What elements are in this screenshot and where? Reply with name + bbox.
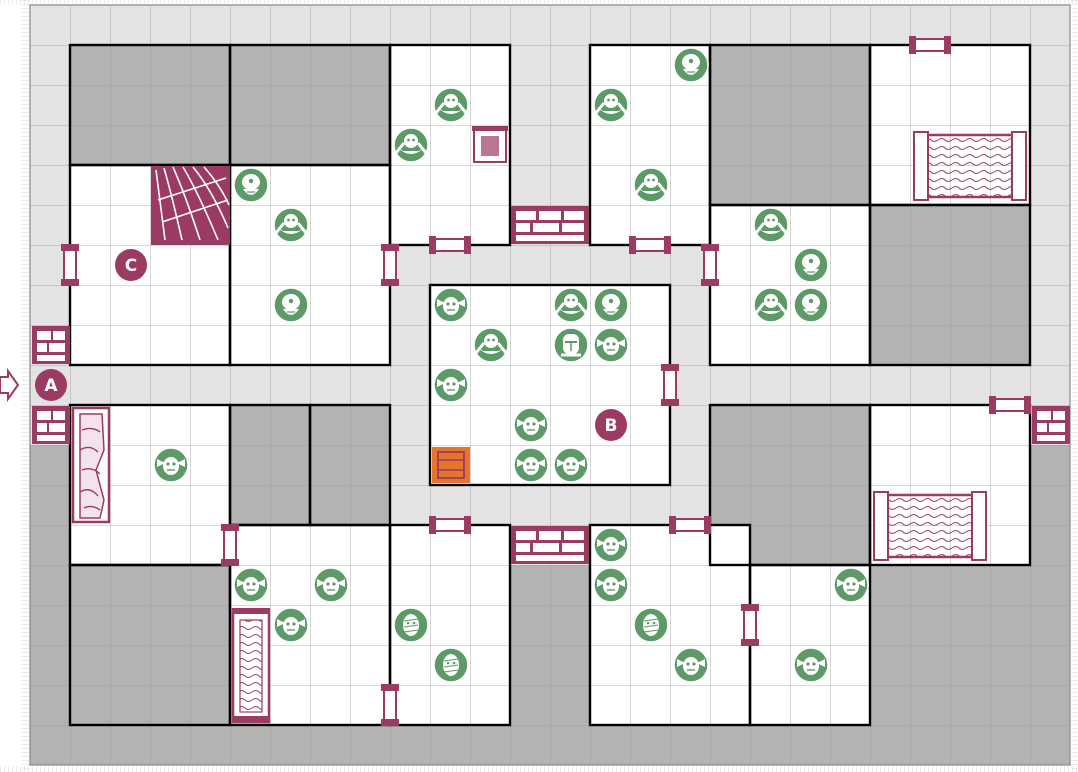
goblin-icon — [593, 527, 629, 563]
start-marker-a: A — [0, 367, 67, 403]
fimir-icon — [793, 247, 829, 283]
goblin-icon — [233, 567, 269, 603]
goblin-icon — [153, 447, 189, 483]
goblin-icon — [673, 647, 709, 683]
goblin-icon — [433, 287, 469, 323]
orc-icon — [753, 287, 789, 323]
chaos-warrior-icon — [553, 327, 589, 363]
orc-icon — [593, 87, 629, 123]
orc-icon — [273, 207, 309, 243]
fimir-icon — [793, 287, 829, 323]
fimir-icon — [273, 287, 309, 323]
rubble-icon — [511, 526, 589, 564]
goblin-icon — [553, 447, 589, 483]
orc-icon — [753, 207, 789, 243]
mummy-icon — [433, 647, 469, 683]
orc-icon — [633, 167, 669, 203]
goblin-icon — [593, 567, 629, 603]
door — [381, 244, 399, 286]
orc-icon — [553, 287, 589, 323]
orc-icon — [393, 127, 429, 163]
fireplace-icon — [71, 406, 111, 524]
door — [221, 524, 239, 566]
marker-label-a: A — [44, 376, 58, 396]
door — [429, 236, 471, 254]
stairway-icon — [151, 166, 230, 245]
marker-label-b: B — [605, 416, 618, 436]
door — [701, 244, 719, 286]
orc-icon — [473, 327, 509, 363]
table-icon — [873, 491, 987, 561]
marker-label-c: C — [125, 256, 137, 276]
mummy-icon — [393, 607, 429, 643]
fimir-icon — [673, 47, 709, 83]
rubble-blocks — [32, 206, 1070, 564]
bookcase-icon — [231, 608, 271, 724]
doors — [61, 36, 1031, 726]
door — [381, 684, 399, 726]
orc-icon — [433, 87, 469, 123]
door — [429, 516, 471, 534]
door — [661, 364, 679, 406]
door — [741, 604, 759, 646]
door — [61, 244, 79, 286]
goblin-icon — [513, 447, 549, 483]
door — [629, 236, 671, 254]
goblin-icon — [793, 647, 829, 683]
treasure-chest-icon — [432, 447, 470, 483]
mummy-icon — [633, 607, 669, 643]
door — [989, 396, 1031, 414]
goblin-icon — [433, 367, 469, 403]
goblin-icon — [513, 407, 549, 443]
fimir-icon — [593, 287, 629, 323]
rubble-icon — [511, 206, 589, 244]
door — [669, 516, 711, 534]
fimir-icon — [233, 167, 269, 203]
table-icon — [913, 131, 1027, 201]
goblin-icon — [273, 607, 309, 643]
rubble-icon — [32, 326, 70, 364]
door — [909, 36, 951, 54]
rubble-icon — [1032, 406, 1070, 444]
treasure-chest-icon — [472, 126, 508, 163]
goblin-icon — [313, 567, 349, 603]
goblin-icon — [833, 567, 869, 603]
room-marker-c: C — [115, 249, 147, 281]
room-marker-b: B — [595, 409, 627, 441]
goblin-icon — [593, 327, 629, 363]
rubble-icon — [32, 406, 70, 444]
